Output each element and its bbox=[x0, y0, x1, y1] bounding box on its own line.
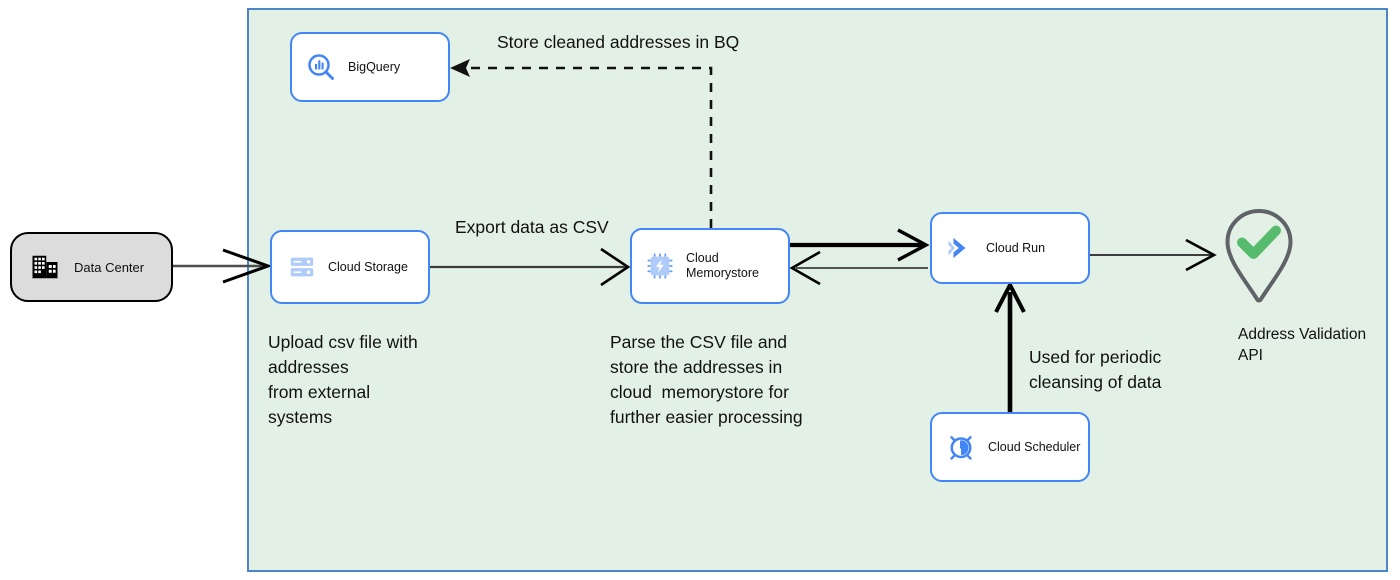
note-parse-csv: Parse the CSV file and store the address… bbox=[610, 332, 803, 427]
connector-memorystore-to-cloudrun bbox=[790, 228, 930, 262]
node-label-cloud-scheduler: Cloud Scheduler bbox=[988, 439, 1081, 454]
node-bigquery[interactable]: BigQuery bbox=[290, 32, 450, 102]
node-label-data-center: Data Center bbox=[74, 259, 145, 275]
bigquery-icon bbox=[306, 52, 336, 82]
node-cloud-memorystore[interactable]: Cloud Memorystore bbox=[630, 228, 790, 304]
connector-cloudrun-to-memorystore bbox=[789, 250, 928, 286]
node-label-cloud-memorystore: Cloud Memorystore bbox=[686, 251, 759, 280]
connector-datacenter-to-storage bbox=[173, 248, 273, 284]
address-validation-api-label: Address Validation API bbox=[1238, 326, 1367, 364]
map-pin-check-icon bbox=[1225, 208, 1293, 303]
note-scheduler: Used for periodic cleansing of data bbox=[1029, 347, 1162, 392]
cloud-scheduler-icon bbox=[946, 432, 976, 462]
node-cloud-scheduler[interactable]: Cloud Scheduler bbox=[930, 412, 1090, 482]
cloud-run-icon bbox=[942, 232, 974, 264]
node-label-cloud-storage: Cloud Storage bbox=[328, 259, 408, 274]
note-upload-csv: Upload csv file with addresses from exte… bbox=[268, 332, 418, 427]
connector-cloudrun-to-address-api bbox=[1090, 238, 1217, 272]
connector-memorystore-to-bigquery bbox=[450, 59, 713, 228]
node-label-cloud-run: Cloud Run bbox=[986, 240, 1046, 255]
node-cloud-run[interactable]: Cloud Run bbox=[930, 212, 1090, 284]
edge-label-store-cleaned: Store cleaned addresses in BQ bbox=[497, 32, 740, 52]
cloud-storage-icon bbox=[288, 253, 316, 281]
address-validation-api-marker[interactable] bbox=[1222, 208, 1296, 309]
data-center-icon bbox=[30, 252, 60, 282]
edge-label-export-csv: Export data as CSV bbox=[455, 217, 609, 237]
connector-scheduler-to-cloudrun bbox=[994, 280, 1026, 412]
node-cloud-storage[interactable]: Cloud Storage bbox=[270, 230, 430, 304]
connector-storage-to-memorystore bbox=[430, 247, 631, 287]
google-cloud-boundary bbox=[247, 8, 1388, 572]
node-data-center[interactable]: Data Center bbox=[10, 232, 173, 302]
cloud-memorystore-icon bbox=[646, 252, 674, 280]
node-label-bigquery: BigQuery bbox=[348, 59, 401, 74]
